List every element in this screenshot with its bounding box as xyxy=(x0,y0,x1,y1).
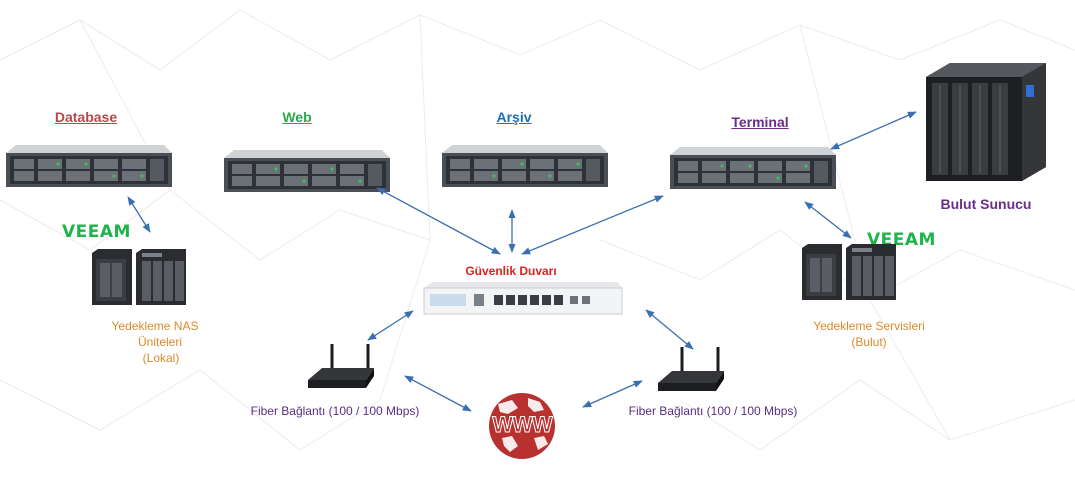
nas-left-label-line3: (Lokal) xyxy=(142,351,180,365)
database-label: Database xyxy=(54,109,118,125)
router-left-icon xyxy=(308,344,374,388)
internet-globe-icon xyxy=(489,393,555,459)
veeam-logo-left: VEEAM xyxy=(62,222,131,242)
nas-right-label-line1: Yedekleme Servisleri xyxy=(813,319,925,333)
firewall-label: Güvenlik Duvarı xyxy=(465,264,557,278)
web-label: Web xyxy=(282,109,312,125)
nas-right-label-line2: (Bulut) xyxy=(851,335,887,349)
cloud-server-label: Bulut Sunucu xyxy=(940,196,1032,212)
nas-left-label-line1: Yedekleme NAS xyxy=(111,319,199,333)
nas-right-icon xyxy=(802,244,896,300)
router-right-label: Fiber Bağlantı (100 / 100 Mbps) xyxy=(628,404,798,418)
firewall-icon xyxy=(423,282,623,315)
router-right-icon xyxy=(658,347,724,391)
web-server-icon xyxy=(224,150,390,192)
nas-left-icon xyxy=(92,249,186,305)
router-left-label: Fiber Bağlantı (100 / 100 Mbps) xyxy=(250,404,420,418)
internet-www-label: WWW xyxy=(492,412,553,438)
nas-left-label-line2: Üniteleri xyxy=(137,335,183,349)
arsiv-server-icon xyxy=(442,145,608,187)
arsiv-label: Arşiv xyxy=(496,109,532,125)
terminal-server-icon xyxy=(670,147,836,189)
cloud-server-rack-icon xyxy=(926,63,1046,181)
database-server-icon xyxy=(6,145,172,187)
terminal-label: Terminal xyxy=(731,114,789,130)
